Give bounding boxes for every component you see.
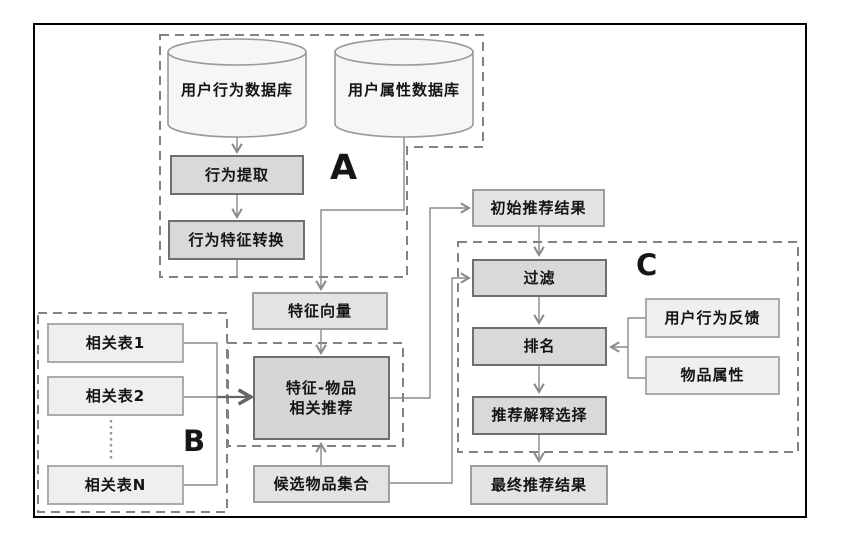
node-behavior-feature-conversion: 行为特征转换 (168, 220, 305, 260)
initial-results-label: 初始推荐结果 (490, 198, 587, 217)
feature-item-recommendation-label: 特征-物品 相关推荐 (285, 378, 358, 417)
node-related-table-2: 相关表2 (47, 376, 184, 416)
filter-label: 过滤 (523, 268, 556, 287)
feature-vector-label: 特征向量 (287, 301, 352, 320)
user-behavior-feedback-label: 用户行为反馈 (664, 308, 761, 327)
user-behavior-database-label: 用户行为数据库 (180, 80, 293, 99)
node-item-attributes: 物品属性 (645, 356, 780, 395)
group-a-outline (159, 34, 484, 278)
node-explanation-selection: 推荐解释选择 (472, 396, 607, 435)
user-attribute-database-label: 用户属性数据库 (347, 80, 460, 99)
connector-attribute-db-to-feature-vector (315, 137, 405, 291)
node-ranking: 排名 (472, 327, 607, 366)
node-filter: 过滤 (472, 259, 607, 297)
related-table-n-label: 相关表N (84, 475, 147, 494)
outer-frame (33, 23, 807, 518)
behavior-extraction-label: 行为提取 (204, 165, 269, 184)
group-c-outline (457, 241, 799, 453)
item-attributes-label: 物品属性 (680, 366, 745, 385)
node-feature-vector: 特征向量 (252, 292, 388, 330)
candidate-item-set-label: 候选物品集合 (273, 474, 370, 493)
group-a-label: A (330, 148, 358, 188)
connector-feature-item-to-initial-results (390, 202, 471, 399)
related-table-2-label: 相关表2 (85, 386, 146, 405)
node-final-results: 最终推荐结果 (470, 465, 608, 505)
node-user-behavior-database: 用户行为数据库 (172, 76, 302, 102)
group-c-label: C (636, 248, 658, 282)
node-behavior-extraction: 行为提取 (170, 155, 304, 195)
node-initial-results: 初始推荐结果 (472, 189, 605, 227)
behavior-feature-conversion-label: 行为特征转换 (188, 230, 285, 249)
explanation-selection-label: 推荐解释选择 (491, 406, 588, 425)
user-attribute-database-cylinder (334, 38, 474, 138)
node-user-attribute-database: 用户属性数据库 (339, 76, 469, 102)
node-related-table-1: 相关表1 (47, 323, 184, 363)
connector-related-tables-bus (184, 342, 218, 486)
user-behavior-database-cylinder (167, 38, 307, 138)
final-results-label: 最终推荐结果 (490, 475, 587, 494)
group-b-label: B (183, 424, 206, 458)
connector-candidates-to-filter (390, 272, 471, 484)
node-feature-item-recommendation: 特征-物品 相关推荐 (253, 356, 390, 440)
node-related-table-n: 相关表N (47, 465, 184, 505)
related-table-1-label: 相关表1 (85, 333, 146, 352)
node-user-behavior-feedback: 用户行为反馈 (645, 298, 780, 338)
node-candidate-item-set: 候选物品集合 (253, 465, 390, 503)
connector-feedback-attributes-bracket (627, 317, 645, 379)
ranking-label: 排名 (523, 337, 556, 356)
